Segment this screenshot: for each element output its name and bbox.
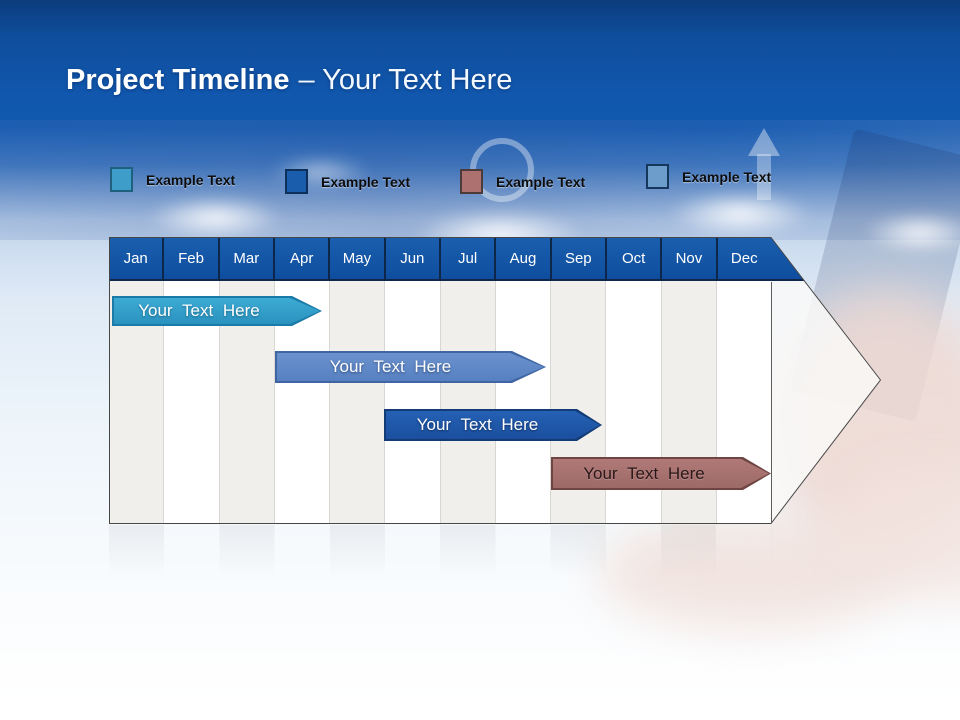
month-header-cell: Jan [109, 237, 165, 281]
month-column [440, 281, 496, 523]
task-bar-label: Your Text Here [416, 415, 539, 434]
title-subtitle-text: – Your Text Here [298, 64, 513, 96]
month-header-cell: Oct [607, 237, 663, 281]
month-header-cell: Mar [220, 237, 275, 281]
title-bold-text: Project Timeline [66, 64, 290, 96]
month-header-cell: Jul [441, 237, 497, 281]
month-header-cell: Dec [730, 249, 758, 267]
month-header-cell: Nov [662, 237, 718, 281]
month-header-cell: Aug [496, 237, 552, 281]
legend-swatch-mauve [460, 169, 483, 194]
timeline-chart: Jan Feb Mar Apr May Jun Jul Aug Sep Oct … [109, 237, 881, 524]
month-header-cell: May [330, 237, 386, 281]
month-column [495, 281, 551, 523]
legend-swatch-teal [110, 167, 133, 192]
legend-item-2: Example Text [285, 169, 410, 194]
task-bar-4: Your Text Here [551, 457, 771, 490]
month-header-cell: Sep [552, 237, 607, 281]
legend-item-3: Example Text [460, 169, 585, 194]
page-title: Project Timeline– Your Text Here [66, 60, 512, 100]
month-column [330, 281, 386, 523]
collage-up-arrow-icon [748, 128, 780, 156]
legend-label: Example Text [321, 173, 411, 190]
task-bar-label: Your Text Here [583, 463, 705, 483]
task-bar-1: Your Text Here [112, 296, 322, 326]
task-bar-2: Your Text Here [275, 351, 546, 383]
legend-swatch-light-blue [646, 164, 669, 189]
month-header-row: Jan Feb Mar Apr May Jun Jul Aug Sep Oct … [109, 237, 771, 281]
legend-label: Example Text [146, 171, 236, 188]
month-header-cell: Jun [386, 237, 441, 281]
month-header-cell: Feb [164, 237, 220, 281]
task-bar-3: Your Text Here [384, 409, 602, 441]
task-bar-label: Your Text Here [138, 301, 260, 320]
table-reflection [109, 525, 772, 587]
task-bar-label: Your Text Here [329, 357, 452, 376]
legend-label: Example Text [496, 173, 586, 190]
legend-item-4: Example Text [646, 164, 771, 189]
legend-item-1: Example Text [110, 167, 235, 192]
month-column [385, 281, 441, 523]
legend-label: Example Text [682, 168, 772, 185]
legend-swatch-dark-blue [285, 169, 308, 194]
month-header-cell: Apr [275, 237, 331, 281]
